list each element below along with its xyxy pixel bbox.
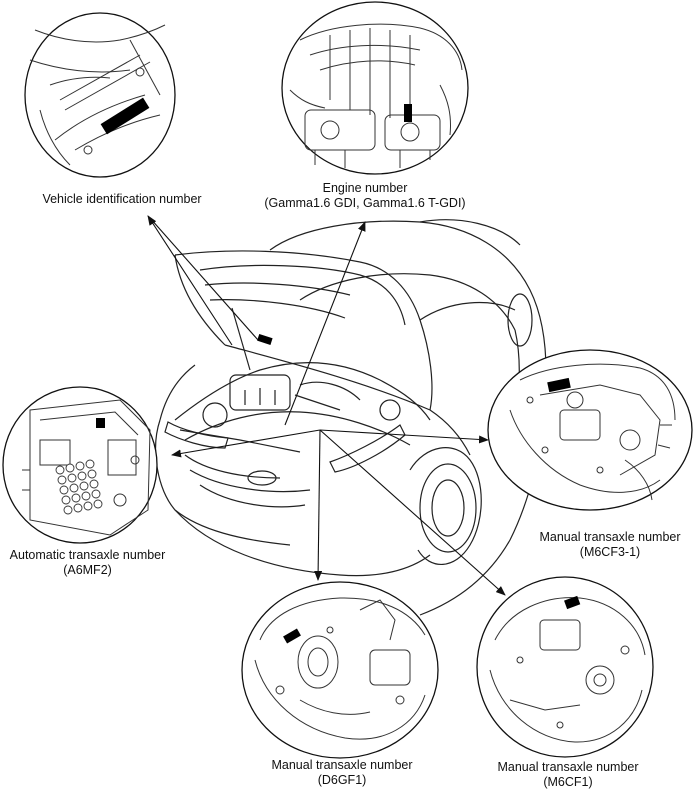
valve-body-pattern [55, 459, 103, 515]
m6cf1-label: Manual transaxle number (M6CF1) [488, 760, 648, 790]
vin-marker [100, 97, 150, 135]
vin-arrow-2 [149, 217, 259, 341]
d6gf1-arrow [314, 429, 323, 581]
auto-transaxle-marker [96, 418, 105, 428]
m6cf3-label-line1: Manual transaxle number [539, 530, 681, 544]
d6gf1-marker [283, 628, 301, 644]
engine-label: Engine number (Gamma1.6 GDI, Gamma1.6 T-… [245, 181, 485, 211]
auto-transaxle-label: Automatic transaxle number (A6MF2) [0, 548, 175, 578]
auto-transaxle-label-line2: (A6MF2) [63, 563, 112, 577]
m6cf1-arrow [319, 429, 506, 596]
vin-label-line1: Vehicle identification number [42, 192, 202, 206]
d6gf1-label-line2: (D6GF1) [317, 773, 367, 787]
m6cf1-marker [564, 595, 581, 610]
m6cf1-label-line2: (M6CF1) [543, 775, 593, 789]
manual-m6cf1-inset [476, 576, 654, 758]
engine-marker [404, 104, 412, 122]
vin-marker-car [257, 333, 273, 345]
m6cf1-label-line1: Manual transaxle number [497, 760, 639, 774]
d6gf1-label: Manual transaxle number (D6GF1) [262, 758, 422, 788]
manual-d6gf1-inset [241, 581, 439, 759]
m6cf3-marker [547, 377, 571, 393]
leader-lines [147, 215, 506, 596]
engine-label-line1: Engine number [322, 181, 408, 195]
engine-arrow [284, 221, 366, 426]
vin-arrow [147, 215, 233, 346]
d6gf1-label-line1: Manual transaxle number [271, 758, 413, 772]
vin-inset [24, 12, 176, 178]
m6cf3-arrow [319, 429, 489, 444]
engine-label-line2: (Gamma1.6 GDI, Gamma1.6 T-GDI) [264, 196, 466, 210]
auto-transaxle-label-line1: Automatic transaxle number [9, 548, 166, 562]
engine-inset [281, 1, 469, 175]
car-illustration [155, 219, 547, 616]
manual-m6cf3-inset [487, 349, 693, 511]
vin-label: Vehicle identification number [22, 192, 222, 207]
auto-transaxle-inset [2, 386, 158, 544]
m6cf3-label: Manual transaxle number (M6CF3-1) [530, 530, 690, 560]
m6cf3-label-line2: (M6CF3-1) [579, 545, 641, 559]
auto-transaxle-arrow [171, 429, 321, 458]
